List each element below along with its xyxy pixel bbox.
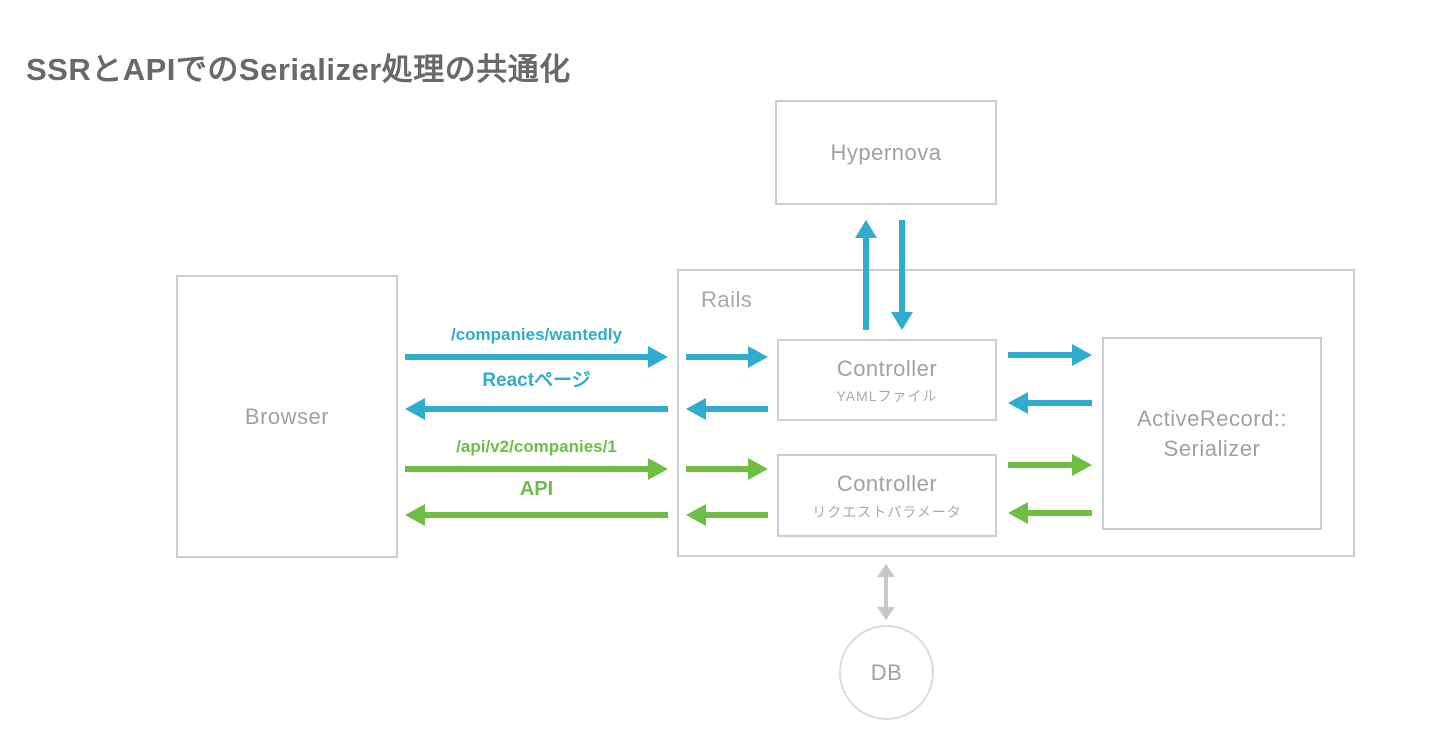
arrow-rails-db-icon bbox=[877, 564, 895, 620]
db-label: DB bbox=[870, 659, 903, 685]
node-hypernova: Hypernova bbox=[775, 100, 997, 205]
serializer-label-line2: Serializer bbox=[1163, 435, 1261, 461]
arrow-serializer-to-controller-ssr-icon bbox=[1008, 392, 1092, 414]
arrow-controller-api-to-serializer-icon bbox=[1008, 454, 1092, 476]
ssr-request-label: /companies/wantedly bbox=[451, 325, 622, 344]
api-request-label: /api/v2/companies/1 bbox=[456, 437, 617, 456]
node-browser: Browser bbox=[176, 275, 398, 558]
node-db: DB bbox=[839, 625, 934, 720]
node-rails: Rails bbox=[677, 269, 1355, 557]
serializer-label-line1: ActiveRecord:: bbox=[1136, 405, 1288, 431]
arrow-controller-to-hypernova-icon bbox=[855, 220, 877, 330]
controller-api-label: Controller bbox=[836, 471, 938, 497]
ssr-response-label: Reactページ bbox=[482, 370, 591, 391]
controller-ssr-label: Controller bbox=[836, 355, 938, 381]
arrow-ssr-request-inner-icon bbox=[686, 346, 768, 368]
api-response-label: API bbox=[519, 478, 554, 500]
arrow-ssr-response-icon bbox=[405, 398, 668, 420]
arrow-hypernova-to-controller-icon bbox=[891, 220, 913, 330]
controller-api-sublabel: リクエストパラメータ bbox=[812, 503, 962, 520]
arrow-api-request-icon bbox=[405, 458, 668, 480]
arrow-controller-ssr-to-serializer-icon bbox=[1008, 344, 1092, 366]
arrow-serializer-to-controller-api-icon bbox=[1008, 502, 1092, 524]
controller-ssr-sublabel: YAMLファイル bbox=[836, 388, 938, 405]
rails-label: Rails bbox=[701, 287, 753, 312]
arrow-ssr-request-icon bbox=[405, 346, 668, 368]
arrow-api-response-icon bbox=[405, 504, 668, 526]
page-title: SSRとAPIでのSerializer処理の共通化 bbox=[26, 52, 571, 87]
hypernova-label: Hypernova bbox=[830, 139, 942, 165]
browser-label: Browser bbox=[244, 403, 330, 429]
node-serializer: ActiveRecord:: Serializer bbox=[1102, 337, 1322, 530]
arrow-ssr-response-inner-icon bbox=[686, 398, 768, 420]
node-controller-ssr: Controller YAMLファイル bbox=[777, 339, 997, 421]
arrow-api-request-inner-icon bbox=[686, 458, 768, 480]
arrow-api-response-inner-icon bbox=[686, 504, 768, 526]
node-controller-api: Controller リクエストパラメータ bbox=[777, 454, 997, 537]
